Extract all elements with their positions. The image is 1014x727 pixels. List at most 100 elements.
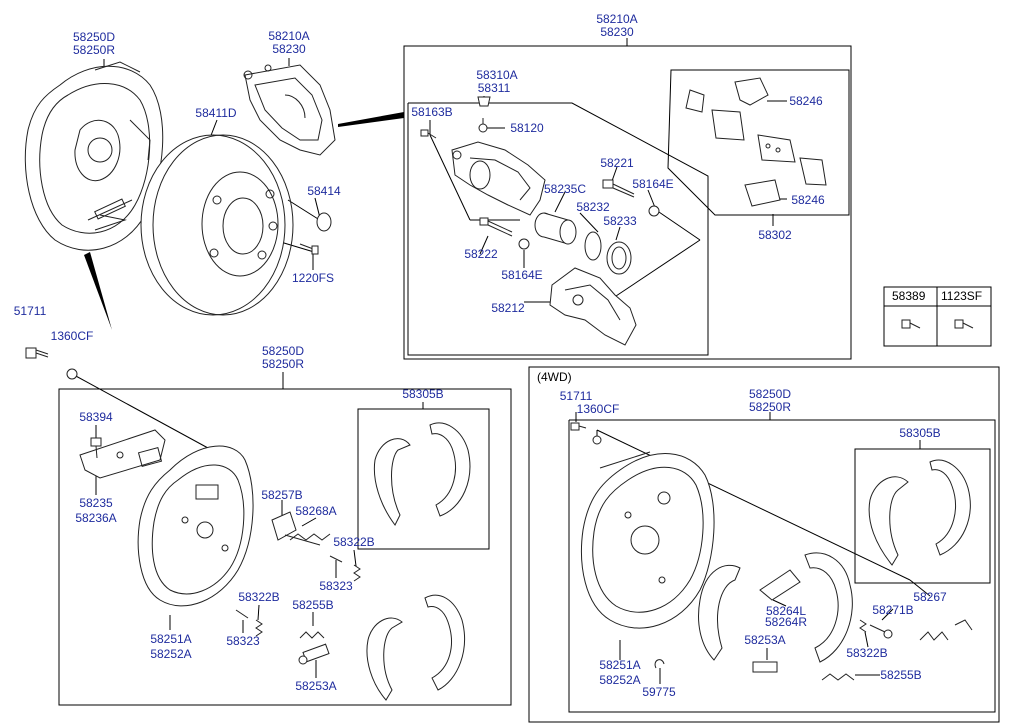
backing-plate-lower [137,445,254,607]
cap-58414 [316,212,332,232]
label-58255b-4wd[interactable]: 58255B [880,668,922,682]
label-58251a-4wd[interactable]: 58251A [599,658,641,672]
label-58411d[interactable]: 58411D [195,106,237,120]
shoe-frame-4wd [854,448,991,584]
label-58268a[interactable]: 58268A [295,504,337,518]
pin-58323-lower [235,609,249,619]
label-58264r[interactable]: 58264R [764,615,808,629]
label-58236a[interactable]: 58236A [75,511,117,525]
label-58252a[interactable]: 58252A [150,647,192,661]
bolt-51711-4wd [570,422,587,431]
leader-lines [73,38,931,684]
pin-58271b [869,624,893,639]
spring-58322b-lower [255,619,263,637]
spring-58322b-upper [353,564,361,582]
label-58302[interactable]: 58302 [758,228,792,242]
label-58164e-lower[interactable]: 58164E [501,268,543,282]
spring-58255b [299,631,325,639]
label-58250d-4wd[interactable]: 58250D [748,387,792,401]
label-58322b-upper[interactable]: 58322B [333,535,375,549]
backing-plate-4wd [580,451,715,629]
label-58271b[interactable]: 58271B [872,603,914,617]
label-58232[interactable]: 58232 [576,200,610,214]
label-58323-upper[interactable]: 58323 [319,579,353,593]
brake-disc [140,134,294,316]
label-58212[interactable]: 58212 [491,301,525,315]
label-58230-box[interactable]: 58230 [600,25,634,39]
label-58253a[interactable]: 58253A [295,679,337,693]
label-58163b[interactable]: 58163B [411,105,453,119]
bolt-58163b [420,129,437,139]
caliper-inner-frame [407,102,709,356]
label-1123sf[interactable]: 1123SF [941,289,983,303]
label-58305b-left[interactable]: 58305B [402,387,444,401]
label-58310a[interactable]: 58310A [476,68,518,82]
label-58250r-upper[interactable]: 58250R [72,43,116,57]
label-58267[interactable]: 58267 [913,590,947,604]
label-58246-upper[interactable]: 58246 [789,94,823,108]
bracket-58235 [79,429,166,479]
label-58322b-4wd[interactable]: 58322B [846,646,888,660]
spring-58255b-4wd [821,673,855,681]
label-51711[interactable]: 51711 [13,304,47,318]
label-58233[interactable]: 58233 [603,214,637,228]
label-58394[interactable]: 58394 [79,410,113,424]
label-58251a[interactable]: 58251A [150,632,192,646]
label-58230-upper[interactable]: 58230 [272,42,306,56]
label-58250r-lower[interactable]: 58250R [261,357,305,371]
label-58264l[interactable]: 58264L [765,604,807,618]
label-58311[interactable]: 58311 [477,81,511,95]
label-58250d-upper[interactable]: 58250D [72,30,116,44]
label-58221[interactable]: 58221 [600,156,634,170]
label-58253a-4wd[interactable]: 58253A [744,633,786,647]
label-58235[interactable]: 58235 [79,496,113,510]
bolt-58394 [90,437,102,459]
label-58389[interactable]: 58389 [892,289,926,303]
label-1360cf-4wd[interactable]: 1360CF [576,402,620,416]
seal-58232 [584,231,602,261]
frame-4wd [528,366,1000,723]
label-58164e-upper[interactable]: 58164E [632,177,674,191]
label-58322b-lower[interactable]: 58322B [238,590,280,604]
bolt-51711 [25,347,49,359]
label-58414[interactable]: 58414 [307,184,341,198]
pin-58323-upper [329,555,343,563]
pad-kit [685,77,827,207]
label-51711-4wd[interactable]: 51711 [559,389,593,403]
label-58250d-lower[interactable]: 58250D [261,344,305,358]
shoes-left-upper [373,422,471,526]
bleeder-58120 [478,118,488,133]
bracket-58264 [759,569,801,601]
label-58257b[interactable]: 58257B [261,488,303,502]
label-58250r-4wd[interactable]: 58250R [748,400,792,414]
label-1220fs[interactable]: 1220FS [291,271,335,285]
washer-1360cf-4wd [592,435,602,445]
shoe-4wd-left [698,564,741,661]
label-58235c[interactable]: 58235C [543,182,587,196]
spring-58268a [289,533,331,541]
label-58323-lower[interactable]: 58323 [226,634,260,648]
bolt-58389 [901,319,921,329]
lever-58257b [271,511,321,546]
label-58210a-upper[interactable]: 58210A [268,29,310,43]
shoe-4wd-right [804,552,853,663]
washer-1360cf [66,368,78,380]
bolt-1220fs [299,243,319,255]
lower-left-frame [58,388,512,706]
shoes-left-lower [366,594,465,701]
bolt-1123sf [954,319,974,329]
label-58246-lower[interactable]: 58246 [791,193,825,207]
label-59775[interactable]: 59775 [642,685,676,699]
adjuster-58253a [298,643,330,665]
label-1360cf[interactable]: 1360CF [50,329,94,343]
spring-58322b-4wd [859,619,867,633]
label-58222[interactable]: 58222 [464,247,498,261]
label-58255b[interactable]: 58255B [292,598,334,612]
label-58305b-4wd[interactable]: 58305B [899,426,941,440]
label-58252a-4wd[interactable]: 58252A [599,673,641,687]
frame-4wd-inner [568,419,996,713]
label-58210a-box[interactable]: 58210A [596,12,638,26]
label-58120[interactable]: 58120 [510,121,544,135]
caliper-assembly [243,64,336,156]
